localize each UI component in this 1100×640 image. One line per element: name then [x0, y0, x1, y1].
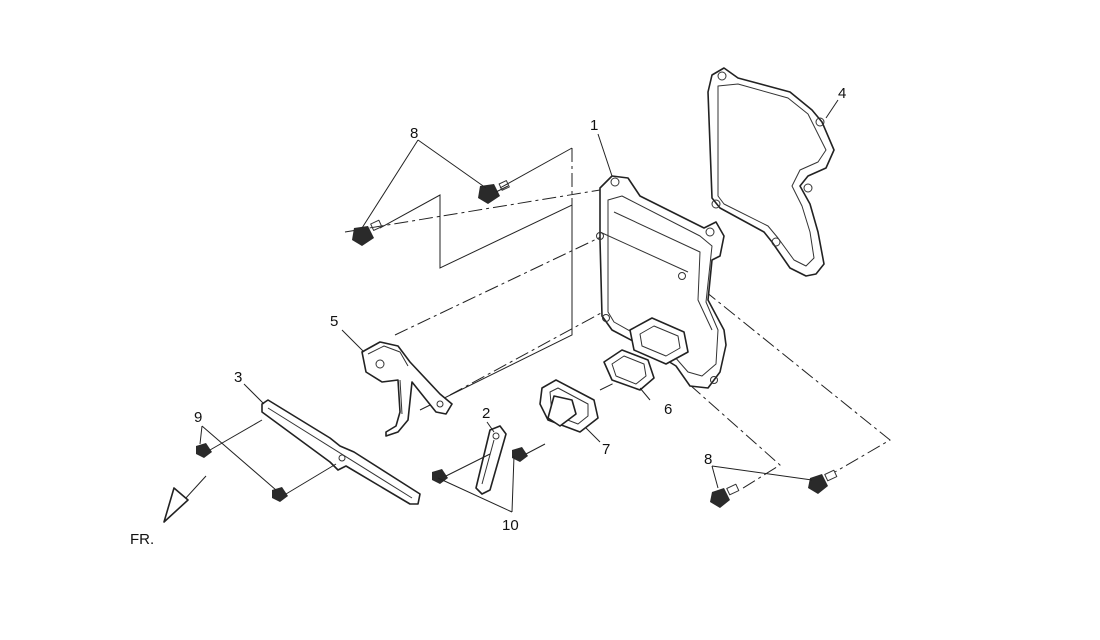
bolt-8-upper-a — [478, 180, 510, 204]
breather-plate — [539, 379, 599, 433]
callout-8-upper: 8 — [410, 125, 418, 142]
callout-8-lower: 8 — [704, 451, 712, 468]
callout-9: 9 — [194, 409, 202, 426]
bolt-10-b — [512, 447, 528, 462]
breather-gasket — [603, 349, 655, 391]
callout-7: 7 — [602, 441, 610, 458]
direction-label: FR. — [130, 531, 154, 548]
bolt-9-b — [272, 487, 288, 502]
callout-4: 4 — [838, 85, 846, 102]
callout-1: 1 — [590, 117, 598, 134]
callout-6: 6 — [664, 401, 672, 418]
front-direction-arrow — [163, 475, 207, 523]
bolt-9-a — [196, 443, 212, 458]
bracket — [361, 341, 453, 437]
bolt-route-upper — [379, 147, 573, 411]
bolt-route-lower — [209, 419, 546, 495]
callout-2: 2 — [482, 405, 490, 422]
strip-plate — [261, 399, 421, 505]
callout-3: 3 — [234, 369, 242, 386]
cylinder-head-cover — [596, 175, 727, 389]
gasket — [707, 67, 835, 277]
callout-5: 5 — [330, 313, 338, 330]
bolt-8-upper-b — [352, 219, 383, 246]
slotted-stay — [475, 425, 507, 495]
bolt-8-lower-a — [710, 483, 740, 508]
callout-10: 10 — [502, 517, 519, 534]
callout-leaders — [199, 99, 839, 513]
bolt-8-lower-b — [808, 469, 838, 494]
